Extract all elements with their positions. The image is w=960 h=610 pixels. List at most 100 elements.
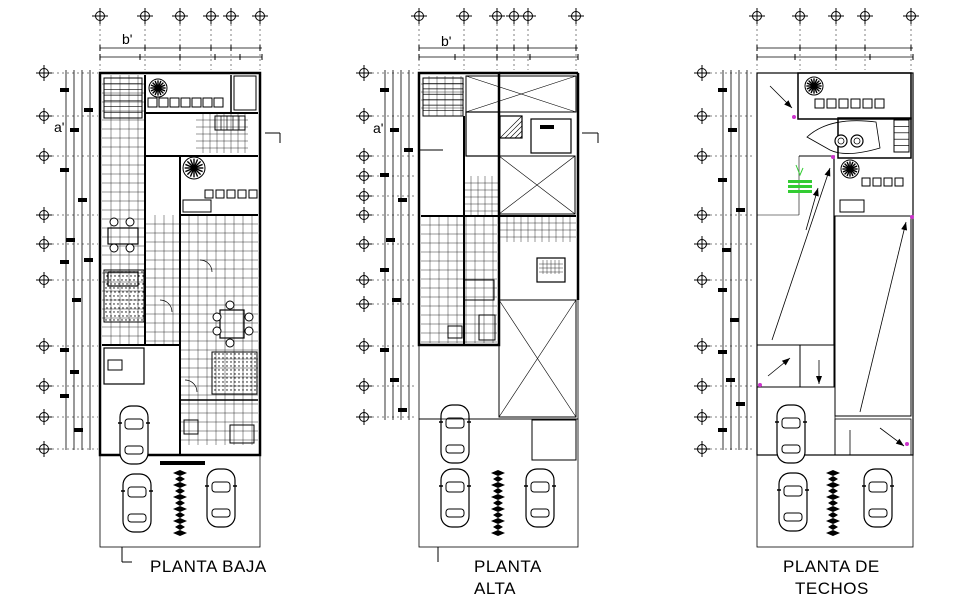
tile-bath xyxy=(464,176,498,216)
slope-head xyxy=(824,168,831,177)
dimension-label-block xyxy=(380,268,389,272)
stipple-dot xyxy=(133,311,135,313)
stipple-dot xyxy=(242,353,244,355)
stipple-dot xyxy=(226,377,228,379)
stipple-dot xyxy=(125,279,127,281)
shrub-leaf xyxy=(173,506,187,512)
stipple-dot xyxy=(214,377,216,379)
stipple-dot xyxy=(230,385,232,387)
car-body xyxy=(440,404,470,464)
stipple-dot xyxy=(121,295,123,297)
water-tank-lid xyxy=(853,137,861,145)
car-windshield xyxy=(868,481,888,493)
grid-axis-bubble xyxy=(356,108,372,124)
stipple-dot xyxy=(118,275,120,277)
slope-head xyxy=(901,222,908,231)
stipple-dot xyxy=(109,295,111,297)
shrub-leaf xyxy=(491,494,505,500)
shrub-leaf xyxy=(826,470,840,476)
fixture-row-roof xyxy=(814,98,885,109)
grid-axis-bubble xyxy=(694,338,710,354)
grid-axis-bubble xyxy=(356,148,372,164)
fixture-box xyxy=(237,189,247,199)
shrub-leaf xyxy=(493,500,503,506)
car-rear-window xyxy=(127,513,147,523)
dimension-label-block xyxy=(74,428,83,432)
car-body xyxy=(778,472,808,532)
car-driveway-left xyxy=(439,468,471,528)
stipple-dot xyxy=(250,377,252,379)
grid-axis-bubble xyxy=(137,8,153,24)
roof-slab-small xyxy=(756,344,835,388)
grid-axis-bubble xyxy=(356,65,372,81)
breakfast-table xyxy=(107,217,139,253)
stipple-dot xyxy=(234,361,236,363)
grid-axis-bubble xyxy=(172,8,188,24)
stipple-dot xyxy=(134,283,136,285)
tree-patio xyxy=(182,156,206,180)
roof-drain xyxy=(758,383,762,387)
dimension-label-block xyxy=(78,198,87,202)
shrub-leaf xyxy=(826,482,840,488)
dimension-label-block xyxy=(404,148,413,152)
stipple-dot xyxy=(242,381,244,383)
stipple-dot xyxy=(234,389,236,391)
dimension-chain-top xyxy=(756,45,913,51)
stipple-dot xyxy=(218,361,220,363)
stipple-dot xyxy=(121,311,123,313)
stipple-dot xyxy=(117,295,119,297)
stipple-dot xyxy=(226,381,228,383)
shrub-leaf xyxy=(175,500,185,506)
stipple-dot xyxy=(125,319,127,321)
car-windshield xyxy=(445,417,465,429)
dimension-label-block xyxy=(60,348,69,352)
stipple-dot xyxy=(222,385,224,387)
stipple-dot xyxy=(117,319,119,321)
stipple-dot xyxy=(246,357,248,359)
stipple-dot xyxy=(126,299,128,301)
shrub-leaf xyxy=(828,500,838,506)
stipple-dot xyxy=(222,361,224,363)
stipple-dot xyxy=(246,385,248,387)
stipple-dot xyxy=(226,365,228,367)
dining-chair xyxy=(244,312,254,322)
dimension-label-block xyxy=(84,108,93,112)
dimension-label-block xyxy=(728,128,737,132)
slope-arrow-main xyxy=(771,167,831,341)
dimension-label-block xyxy=(392,298,401,302)
bed-frame xyxy=(536,257,566,283)
stipple-dot xyxy=(125,295,127,297)
grid-axis-bubble xyxy=(694,108,710,124)
stipple-dot xyxy=(129,295,131,297)
stipple-dot xyxy=(105,295,107,297)
stipple-dot xyxy=(226,353,228,355)
gate-threshold xyxy=(160,461,205,465)
tile-bath-2 xyxy=(500,216,576,242)
grid-axis-bubble xyxy=(506,8,522,24)
dimension-label-block xyxy=(718,88,727,92)
grid-axis-bubble xyxy=(36,378,52,394)
shrub-leaf xyxy=(173,494,187,500)
roof-drain xyxy=(831,155,835,159)
dimension-chain-top-2 xyxy=(99,54,263,60)
stair-frame xyxy=(893,119,910,153)
stipple-dot xyxy=(238,353,240,355)
grid-axis-bubble xyxy=(356,272,372,288)
grid-axis-bubble xyxy=(356,296,372,312)
dimension-label-block xyxy=(60,88,69,92)
plan-planta-alta xyxy=(356,8,599,562)
stipple-dot xyxy=(238,365,240,367)
stipple-dot xyxy=(230,357,232,359)
dimension-label-block xyxy=(398,198,407,202)
shrub-leaf xyxy=(173,482,187,488)
grid-axis-bubble xyxy=(520,8,536,24)
dimension-label-block xyxy=(390,378,399,382)
chair-box xyxy=(447,325,463,339)
breakfast-table-top xyxy=(107,227,139,245)
water-tanks xyxy=(834,134,864,148)
dimension-label-block xyxy=(60,260,69,264)
dimension-label-block xyxy=(718,178,727,182)
stipple-dot xyxy=(133,279,135,281)
dimension-label-block xyxy=(70,128,79,132)
car-body xyxy=(119,405,149,465)
